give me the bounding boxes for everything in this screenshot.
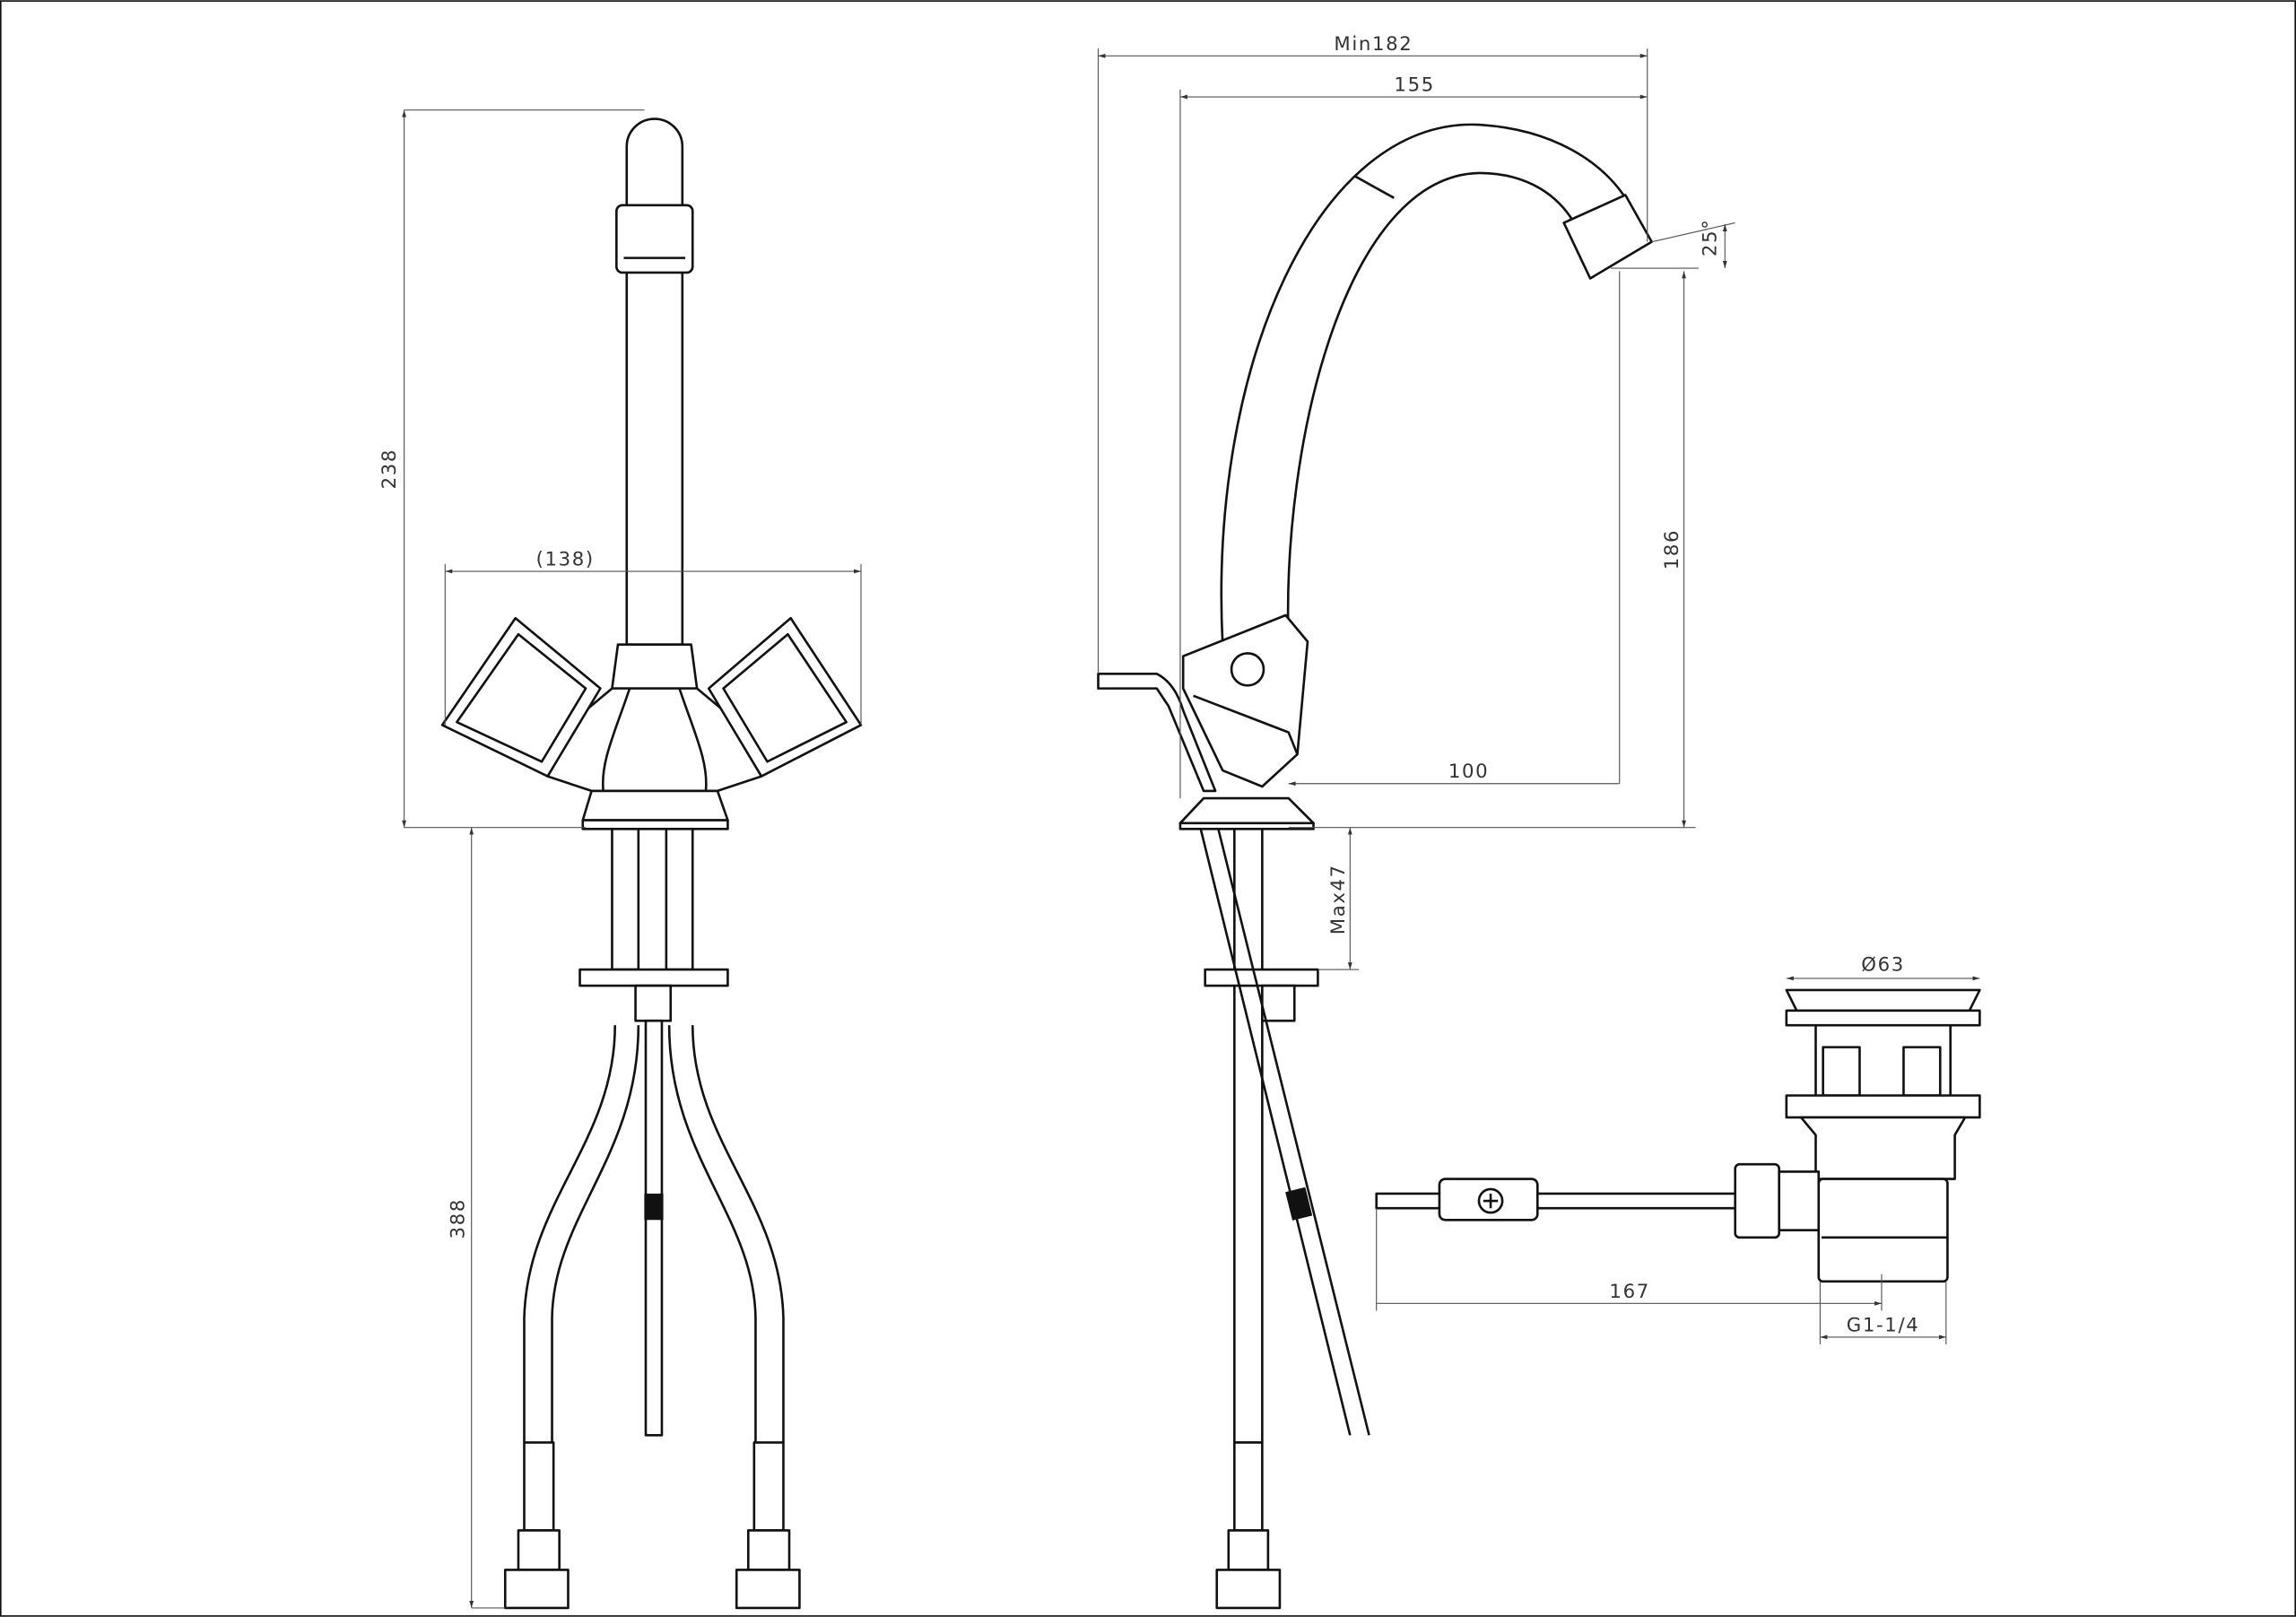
drawing-line xyxy=(1285,1187,1313,1221)
overflow-connector xyxy=(1734,1162,1780,1239)
rod-coupling xyxy=(644,1193,664,1221)
side-mounting-nut xyxy=(1261,984,1296,1022)
dim-outlet-height: 186 xyxy=(1661,529,1683,569)
drain-tail xyxy=(1817,1178,1949,1283)
drawing-line xyxy=(1785,1009,1981,1027)
drain-rod xyxy=(1375,1192,1736,1210)
dim-min-reach: Min182 xyxy=(1334,33,1413,56)
supply-pipe-left xyxy=(611,828,640,971)
drawing-line xyxy=(746,1529,791,1571)
drawing-line xyxy=(1353,175,1395,199)
spout-nut xyxy=(611,643,699,690)
spout-tube xyxy=(625,117,684,646)
dim-thread: G1-1/4 xyxy=(1847,1314,1920,1336)
drawing-line xyxy=(581,819,729,830)
drawing-line xyxy=(1822,1046,1861,1097)
dim-outlet-offset: 100 xyxy=(1448,761,1489,783)
dim-aerator-angle: 25° xyxy=(1699,218,1721,256)
left-handle xyxy=(440,616,602,778)
dim-drain-diameter: Ø63 xyxy=(1861,954,1905,977)
base-flange xyxy=(581,789,729,822)
drain-body xyxy=(1799,1116,1967,1180)
pull-rod xyxy=(1199,829,1370,1436)
hose-nut-left xyxy=(503,1569,570,1610)
mounting-plate xyxy=(578,968,729,987)
drawing-line xyxy=(1193,694,1299,755)
drawing-line xyxy=(1233,1441,1264,1532)
right-handle xyxy=(707,616,863,778)
drawing-line xyxy=(1651,222,1735,243)
hose-left xyxy=(523,1025,617,1443)
drain-collar xyxy=(1785,1094,1981,1119)
drawing-line xyxy=(1902,1046,1942,1097)
drawing-line xyxy=(1227,1529,1270,1571)
drawing-line xyxy=(456,632,587,763)
dim-max-deck: Max47 xyxy=(1327,864,1350,935)
dim-spout-reach: 155 xyxy=(1394,74,1434,97)
drawing-line xyxy=(523,1441,555,1532)
side-supply-pipe xyxy=(1233,828,1264,1444)
side-aerator xyxy=(1562,194,1653,280)
drawing-line xyxy=(752,1441,785,1532)
front-view: 238 (138) 388 xyxy=(378,109,863,1610)
supply-pipe-right xyxy=(665,828,694,971)
hose-nut-right xyxy=(735,1569,801,1610)
drain-view: Ø63 167 G1-1/4 xyxy=(1375,954,1981,1345)
drawing-line xyxy=(722,632,848,763)
dim-height: 238 xyxy=(378,448,401,489)
dim-handle-span: (138) xyxy=(536,548,595,570)
side-valve-body xyxy=(1181,613,1309,788)
dim-hose-length: 388 xyxy=(448,1198,470,1239)
drawing-line xyxy=(517,1529,561,1571)
drawing-line xyxy=(551,1025,640,1443)
drawing-line xyxy=(1483,1193,1499,1209)
mounting-nut xyxy=(634,984,673,1022)
drawing-line xyxy=(667,1025,757,1443)
drain-cap xyxy=(1785,988,1981,1013)
hose-right xyxy=(691,1025,785,1443)
dim-rod-length: 167 xyxy=(1609,1281,1649,1303)
handle-screw-cap xyxy=(1230,652,1265,687)
drawing-line xyxy=(1286,171,1576,645)
aerator xyxy=(615,204,694,274)
drawing-line xyxy=(601,688,708,792)
side-mounting-plate xyxy=(1204,968,1319,987)
side-flange xyxy=(1178,796,1315,825)
spout-arc xyxy=(1220,123,1630,645)
side-view: Min182 155 25° 100 186 Max47 xyxy=(1097,33,1735,1610)
side-hose-nut xyxy=(1215,1569,1282,1610)
threaded-rod xyxy=(644,1019,664,1437)
